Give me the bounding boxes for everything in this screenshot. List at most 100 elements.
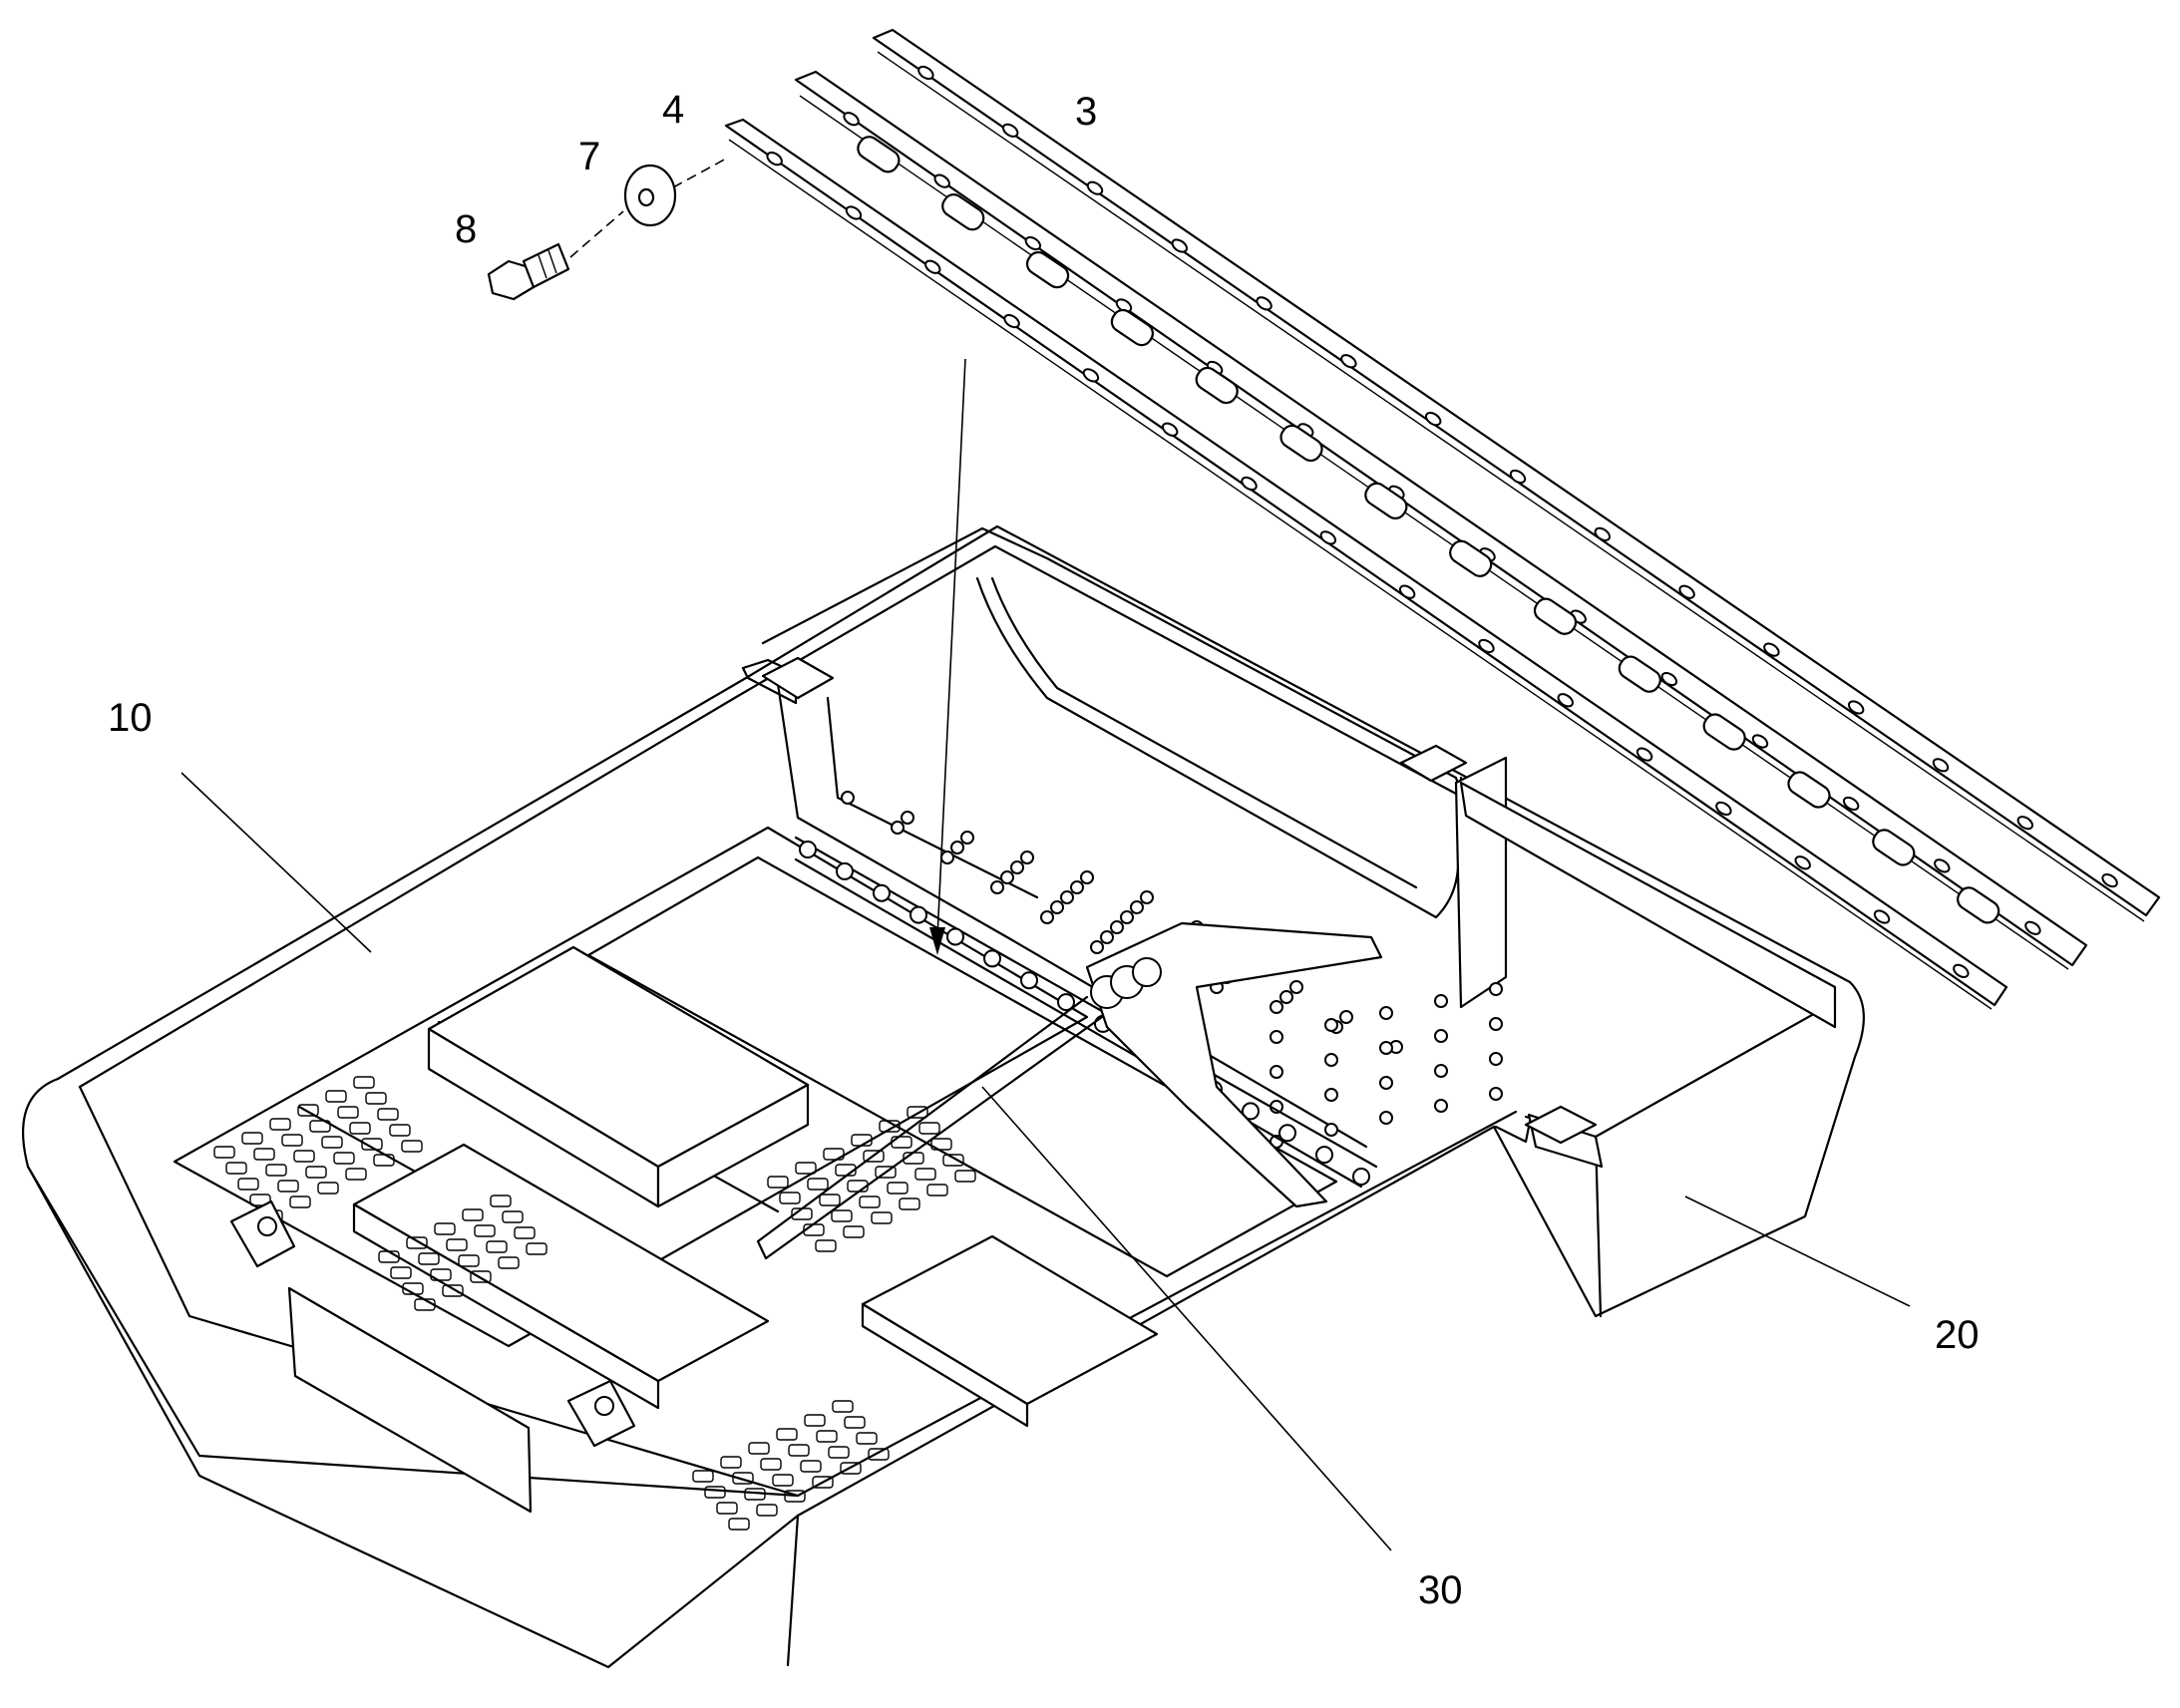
strip-hole [2024,920,2041,935]
grille-cell [237,1178,259,1191]
grille-cell [502,1210,524,1223]
strip-hole [1873,909,1891,924]
grille-cell [389,1124,411,1137]
grille-cell [728,1518,750,1531]
grille-cell [486,1240,508,1253]
rear-hole [1060,890,1074,904]
strip-hole [1842,796,1860,812]
strip-hole [1171,238,1188,253]
rail-bolts [799,841,1370,1186]
rear-hole [1110,920,1124,934]
hinge-knuckles [857,136,2000,924]
hinge-knuckle [1449,539,1493,577]
rear-hole [1040,910,1054,924]
grille-cell [863,1150,885,1163]
grille-cell [756,1504,778,1517]
hinge-knuckle [1787,771,1831,809]
grille-cell [875,1166,897,1179]
rear-hole [1489,1052,1503,1066]
grille-cell [293,1150,315,1163]
rear-hole [1270,1000,1283,1014]
hinge-knuckle [1195,366,1239,405]
strip-hole [845,205,863,220]
hinge-knuckle [1279,424,1323,463]
grille-cell [418,1252,440,1265]
callout-part-7: 7 [578,135,600,178]
rear-hole [1090,940,1104,954]
grille-cell [345,1168,367,1181]
hinge-rail [794,836,1378,1189]
strip-hole [1398,584,1416,599]
hinge-knuckle [1533,597,1578,635]
rail-bolt [946,927,964,946]
grille-cell [401,1140,423,1153]
grille-cell [851,1134,873,1147]
rear-hole [1010,860,1024,874]
strip-hole [924,259,941,274]
grille-cell [800,1460,822,1473]
callout-part-4: 4 [662,88,684,132]
callout-part-30: 30 [1418,1568,1463,1612]
rail-bolt [1315,1146,1333,1165]
rear-hole [1434,1029,1448,1043]
strip-hole [1340,354,1357,369]
grille-cell [309,1120,331,1133]
rear-hole [841,791,855,805]
rear-hole [940,851,954,864]
rear-hole [1489,1087,1503,1101]
grille-cell [277,1180,299,1193]
latch-front-center [566,1379,636,1448]
grille-cell [470,1270,492,1283]
rear-compartment [741,526,1837,1149]
grille-cell [305,1166,327,1179]
grille-cell [868,1448,890,1461]
grille-cell [353,1076,375,1089]
grille-cell [767,1176,789,1189]
grille-cell [828,1446,850,1459]
rail-bolt [1352,1168,1370,1186]
strip-hole [1794,855,1811,870]
rear-hole [1489,1017,1503,1031]
tub-body [21,524,1865,1669]
grille-cell [704,1486,726,1499]
grille-cell [462,1208,484,1221]
strip-hole [766,152,783,167]
hinge-knuckle [1110,308,1154,347]
grille-cell [930,1138,952,1151]
grille-cell [213,1146,235,1159]
rear-hole [1324,1088,1338,1102]
grille-cell [716,1502,738,1515]
strip-hole [2016,816,2033,831]
strip-hole [1024,235,1042,251]
strip-hole [1594,526,1611,541]
grille-cell [760,1458,782,1471]
grille-cell [823,1148,845,1161]
grille-cell [269,1118,291,1131]
strip-hole [843,112,860,127]
strip-hole [1319,530,1337,545]
rail-bolt [1242,1102,1260,1121]
grille-cell [253,1148,275,1161]
grille-cell [843,1225,865,1238]
grille-cell [402,1282,424,1295]
strip-hole [1082,368,1100,383]
grille-cell [840,1462,862,1475]
grille-cell [265,1164,287,1177]
grille-cell [373,1154,395,1167]
strip-hole [1003,313,1020,329]
hinge-knuckle [1702,713,1746,751]
grille-cell [317,1182,339,1195]
rear-hole [1379,1041,1393,1055]
grille-cell [942,1154,964,1167]
strip-hole [1256,296,1272,311]
electronics-box-right [861,1234,1159,1428]
grille-cell [815,1239,837,1252]
grille-cell [907,1106,928,1119]
bolt [487,242,570,301]
grille-cell [526,1242,547,1255]
strip-hole [1932,758,1950,773]
latch-front-left [229,1199,296,1268]
grille-cell [856,1432,878,1445]
hinge-strip-holes [766,65,2118,978]
rear-hole [1000,870,1014,884]
